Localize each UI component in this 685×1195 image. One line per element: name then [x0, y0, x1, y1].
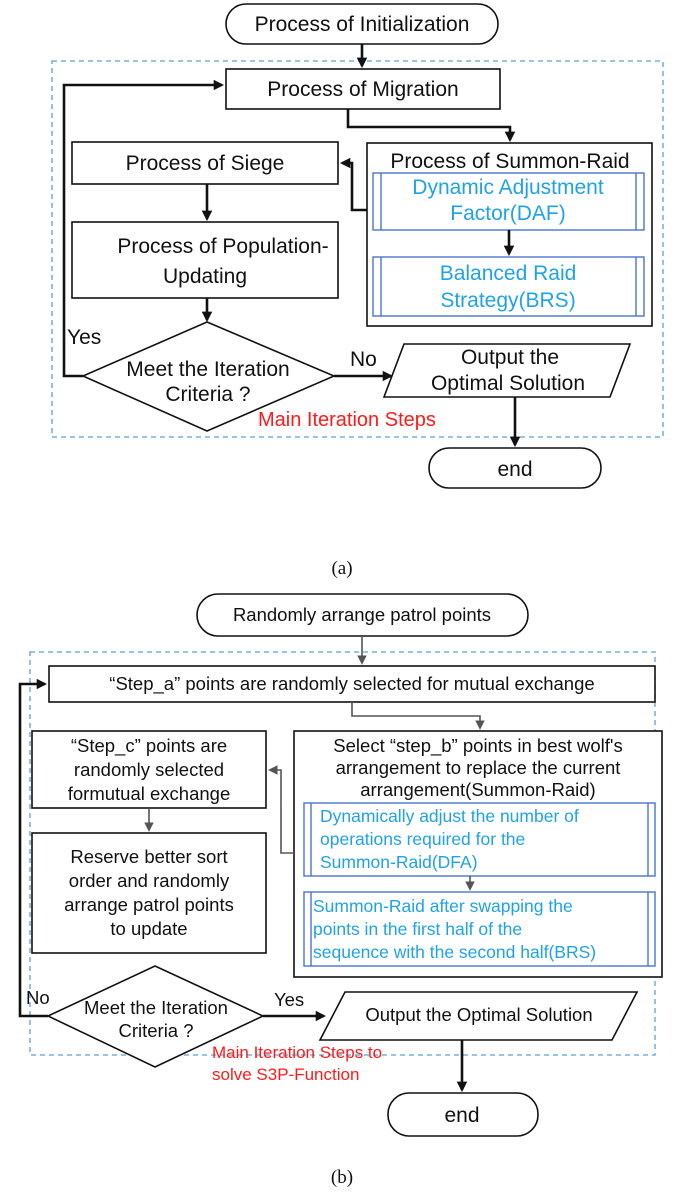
brs-label-line2: Strategy(BRS)	[440, 289, 575, 312]
arrow-yes-loop-to-migration	[62, 79, 225, 378]
end-node-label: end	[497, 458, 532, 481]
population-label-line2: Updating	[163, 265, 247, 288]
summon-raid-label: Process of Summon-Raid	[390, 150, 629, 173]
step-c-box	[31, 730, 267, 809]
reserve-label-line1: Reserve better sort	[70, 846, 227, 867]
arrow-migration-to-summon-raid	[346, 109, 516, 143]
reserve-label-line4: to update	[110, 918, 187, 939]
end-node	[428, 447, 602, 489]
no-label: No	[350, 348, 377, 371]
arrow-b-select-to-step-c	[268, 765, 294, 854]
decision-diamond-b	[46, 965, 265, 1068]
brs-b-label-line2: points in the first half of the	[313, 919, 522, 939]
diagram-a: Process of Initialization Process of Mig…	[51, 3, 664, 579]
reserve-box	[31, 832, 267, 954]
step-c-label-line2: randomly selected	[74, 759, 224, 780]
start-node-label: Process of Initialization	[255, 13, 470, 36]
end-node-b-label: end	[444, 1104, 479, 1127]
decision-label-line1: Meet the Iteration	[126, 358, 289, 381]
decision-b-label-line2: Criteria ?	[118, 1020, 193, 1041]
step-c-label-line3: formutual exchange	[68, 783, 231, 804]
output-label-line2: Optimal Solution	[431, 372, 585, 395]
decision-diamond	[81, 321, 337, 432]
daf-label-line2: Factor(DAF)	[450, 202, 566, 225]
diagram-b: Randomly arrange patrol points “Step_a” …	[18, 593, 663, 1188]
arrow-b-no-loop-to-step-a	[18, 678, 48, 1018]
start-node-b-label: Randomly arrange patrol points	[233, 604, 491, 625]
daf-box	[372, 172, 645, 231]
caption-b: (b)	[331, 1167, 353, 1188]
no-b-label: No	[26, 987, 50, 1008]
daf-label-line1: Dynamic Adjustment	[412, 176, 604, 199]
brs-box	[372, 256, 645, 317]
dfa-box	[303, 802, 656, 877]
main-steps-b-label-line1: Main Iteration Steps to	[212, 1043, 382, 1062]
brs-b-label-line1: Summon-Raid after swapping the	[313, 896, 573, 916]
select-label-line2: arrangement to replace the current	[336, 757, 621, 778]
siege-box	[71, 141, 339, 185]
dfa-label-line1: Dynamically adjust the number of	[320, 806, 579, 826]
population-updating-box	[71, 221, 339, 299]
yes-label: Yes	[67, 326, 101, 349]
arrow-summon-raid-to-siege	[339, 157, 367, 212]
main-iteration-frame-b	[29, 651, 656, 1056]
select-label-line1: Select “step_b” points in best wolf's	[333, 735, 622, 757]
main-steps-label: Main Iteration Steps	[258, 409, 436, 431]
population-label-line1: Process of Population-	[117, 235, 328, 258]
step-a-box	[48, 665, 656, 703]
decision-label-line2: Criteria ?	[165, 383, 250, 406]
arrow-b-step-a-to-select	[351, 702, 485, 730]
dfa-label-line3: Summon-Raid(DFA)	[320, 852, 478, 872]
siege-label: Process of Siege	[126, 152, 285, 175]
step-c-label-line1: “Step_c” points are	[71, 735, 227, 757]
main-iteration-frame	[51, 60, 664, 438]
brs-b-box	[303, 891, 656, 967]
end-node-b	[387, 1092, 539, 1137]
yes-b-label: Yes	[274, 989, 304, 1010]
brs-label-line1: Balanced Raid	[440, 262, 577, 285]
step-a-label: “Step_a” points are randomly selected fo…	[109, 673, 594, 695]
migration-label: Process of Migration	[267, 78, 458, 101]
main-steps-b-label-line2: solve S3P-Function	[212, 1065, 359, 1084]
migration-box	[225, 68, 501, 110]
output-b-box	[318, 991, 639, 1041]
caption-a: (a)	[331, 558, 352, 579]
decision-b-label-line1: Meet the Iteration	[84, 997, 228, 1018]
brs-b-label-line3: sequence with the second half(BRS)	[313, 942, 596, 962]
output-label-line1: Output the	[461, 346, 559, 369]
dfa-label-line2: operations required for the	[320, 829, 525, 849]
select-label-line3: arrangement(Summon-Raid)	[360, 779, 595, 800]
reserve-label-line3: arrange patrol points	[64, 894, 234, 915]
output-b-label: Output the Optimal Solution	[365, 1004, 592, 1025]
reserve-label-line2: order and randomly	[69, 870, 230, 891]
